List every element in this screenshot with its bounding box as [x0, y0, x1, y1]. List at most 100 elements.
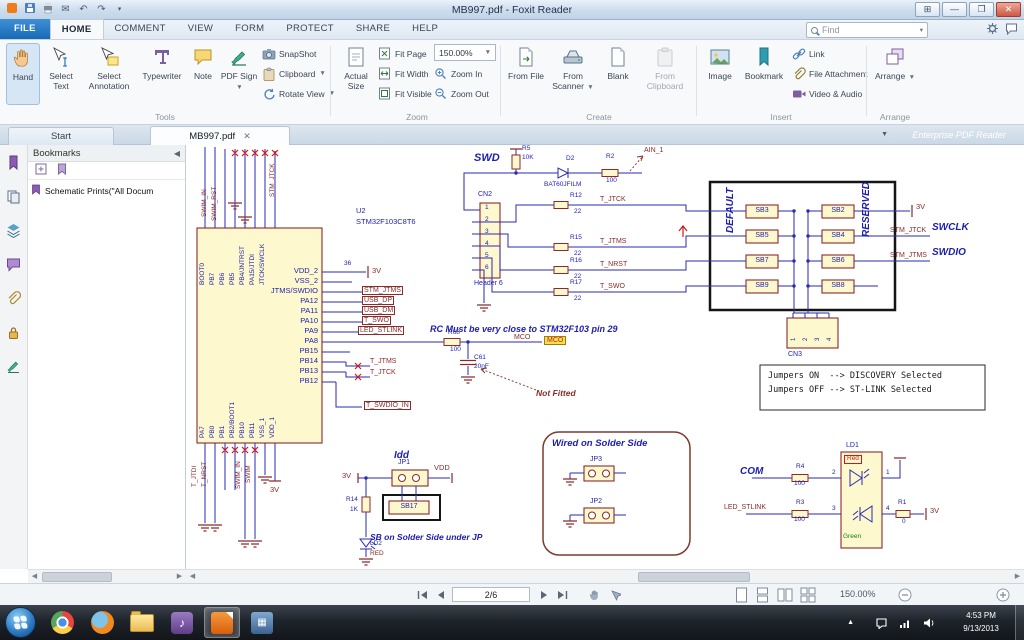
- zoom-in-button[interactable]: Zoom In: [434, 64, 482, 83]
- save-icon[interactable]: [22, 2, 37, 17]
- taskbar-icon-folder[interactable]: [124, 607, 160, 638]
- scroll-right-icon[interactable]: ▶: [1014, 573, 1021, 580]
- settings-icon[interactable]: [986, 22, 999, 40]
- zoom-level-combobox[interactable]: 150.00% ▼: [434, 44, 496, 61]
- tab-document[interactable]: MB997.pdf ✕: [150, 126, 290, 145]
- select-text-button[interactable]: Select Text: [42, 43, 80, 105]
- close-button[interactable]: ✕: [996, 2, 1021, 17]
- last-page-button[interactable]: [555, 588, 569, 602]
- note-button[interactable]: Note: [188, 43, 218, 105]
- tab-share[interactable]: SHARE: [355, 23, 391, 34]
- from-scanner-button[interactable]: From Scanner ▼: [548, 43, 598, 105]
- bookmarks-panel-icon[interactable]: [6, 155, 21, 175]
- undo-icon[interactable]: ↶: [79, 4, 88, 15]
- hand-tool-mini-icon[interactable]: [588, 588, 602, 602]
- pages-panel-icon[interactable]: [6, 189, 21, 209]
- pdf-sign-button[interactable]: PDF Sign ▼: [220, 43, 258, 105]
- expand-bookmarks-icon[interactable]: [35, 162, 47, 180]
- tab-protect[interactable]: PROTECT: [286, 23, 334, 34]
- taskbar-icon-foxit-reader[interactable]: [204, 607, 240, 638]
- taskbar-icon-app[interactable]: ▦: [244, 607, 280, 638]
- find-dropdown-icon[interactable]: ▾: [919, 27, 923, 34]
- collapse-panel-icon[interactable]: ◀: [173, 148, 180, 158]
- security-panel-icon[interactable]: [6, 325, 21, 345]
- continuous-view-icon[interactable]: [756, 587, 769, 608]
- single-page-view-icon[interactable]: [735, 587, 748, 608]
- signature-panel-icon[interactable]: [6, 359, 21, 379]
- system-clock[interactable]: 4:53 PM 9/13/2013: [950, 609, 1012, 635]
- action-center-icon[interactable]: [875, 605, 888, 640]
- file-attachment-button[interactable]: File Attachment: [792, 64, 868, 83]
- from-file-button[interactable]: From File: [506, 43, 546, 105]
- taskbar-icon-media-player[interactable]: ♪: [164, 607, 200, 638]
- app-logo-icon[interactable]: [4, 2, 19, 17]
- bookmark-item[interactable]: Schematic Prints("All Docum: [28, 180, 185, 201]
- email-icon[interactable]: ✉: [61, 4, 70, 15]
- zoom-in-circle-icon[interactable]: [996, 588, 1010, 607]
- blank-button[interactable]: Blank: [600, 43, 636, 105]
- quick-access-dropdown-icon[interactable]: ▾: [117, 6, 122, 13]
- feedback-icon[interactable]: [1005, 22, 1018, 40]
- tray-expand-icon[interactable]: ▲: [847, 619, 854, 626]
- select-tool-mini-icon[interactable]: [608, 588, 622, 602]
- link-button[interactable]: Link: [792, 44, 825, 63]
- bookmark-options-icon[interactable]: [56, 162, 68, 180]
- taskbar-icon-firefox[interactable]: [84, 607, 120, 638]
- video-audio-button[interactable]: Video & Audio: [792, 84, 862, 103]
- comments-panel-icon[interactable]: [6, 257, 21, 277]
- fit-width-button[interactable]: Fit Width: [378, 64, 429, 83]
- volume-icon[interactable]: [923, 605, 936, 640]
- find-input[interactable]: Find ▾: [806, 22, 928, 38]
- close-tab-icon[interactable]: ✕: [243, 130, 251, 141]
- redo-icon[interactable]: ↷: [97, 4, 106, 15]
- layers-panel-icon[interactable]: [6, 223, 21, 243]
- restore-button[interactable]: ❐: [969, 2, 994, 17]
- tab-view[interactable]: VIEW: [187, 23, 214, 34]
- fit-visible-button[interactable]: Fit Visible: [378, 84, 432, 103]
- minimize-button[interactable]: —: [942, 2, 967, 17]
- scroll-left-icon[interactable]: ◀: [31, 573, 38, 580]
- tab-form[interactable]: FORM: [235, 23, 265, 34]
- print-icon[interactable]: [40, 2, 55, 17]
- bookmark-button[interactable]: Bookmark: [740, 43, 788, 105]
- start-button[interactable]: [5, 607, 36, 638]
- facing-view-icon[interactable]: [777, 587, 793, 608]
- panel-horizontal-scrollbar[interactable]: ◀ ▶: [28, 569, 186, 583]
- page-number-input[interactable]: 2/6: [452, 587, 530, 602]
- rotate-view-button[interactable]: Rotate View ▼: [262, 84, 335, 103]
- snapshot-button[interactable]: SnapShot: [262, 44, 316, 63]
- snapshot-icon: [262, 47, 276, 61]
- previous-page-button[interactable]: [433, 588, 447, 602]
- tab-home[interactable]: HOME: [49, 19, 104, 39]
- tab-comment[interactable]: COMMENT: [114, 23, 166, 34]
- typewriter-button[interactable]: Typewriter: [138, 43, 186, 105]
- zoom-out-circle-icon[interactable]: [898, 588, 912, 607]
- scrollbar-thumb[interactable]: [42, 572, 112, 582]
- first-page-button[interactable]: [415, 588, 429, 602]
- network-icon[interactable]: [899, 605, 912, 640]
- actual-size-button[interactable]: Actual Size: [336, 43, 376, 105]
- tab-start[interactable]: Start: [8, 127, 114, 145]
- taskbar-icon-chrome[interactable]: [44, 607, 80, 638]
- tab-file[interactable]: FILE: [0, 19, 50, 39]
- hand-tool-button[interactable]: Hand: [6, 43, 40, 105]
- facing-continuous-view-icon[interactable]: [800, 587, 816, 608]
- document-horizontal-scrollbar[interactable]: ◀ ▶: [186, 569, 1024, 583]
- layout-grid-icon[interactable]: ⊞: [915, 2, 940, 17]
- image-button[interactable]: Image: [702, 43, 738, 105]
- next-page-button[interactable]: [537, 588, 551, 602]
- attachments-panel-icon[interactable]: [6, 291, 22, 311]
- scroll-right-icon[interactable]: ▶: [176, 573, 183, 580]
- tab-overflow-chevron-icon[interactable]: ▼: [881, 131, 888, 138]
- select-annotation-button[interactable]: Select Annotation: [82, 43, 136, 105]
- fit-page-button[interactable]: Fit Page: [378, 44, 427, 63]
- zoom-out-button[interactable]: Zoom Out: [434, 84, 489, 103]
- tab-help[interactable]: HELP: [412, 23, 439, 34]
- scrollbar-thumb[interactable]: [638, 572, 750, 582]
- scroll-left-icon[interactable]: ◀: [189, 573, 196, 580]
- clipboard-button[interactable]: Clipboard ▼: [262, 64, 326, 83]
- schematic-label: CN2: [478, 191, 493, 198]
- arrange-button[interactable]: Arrange ▼: [872, 43, 918, 105]
- show-desktop-button[interactable]: [1015, 605, 1024, 640]
